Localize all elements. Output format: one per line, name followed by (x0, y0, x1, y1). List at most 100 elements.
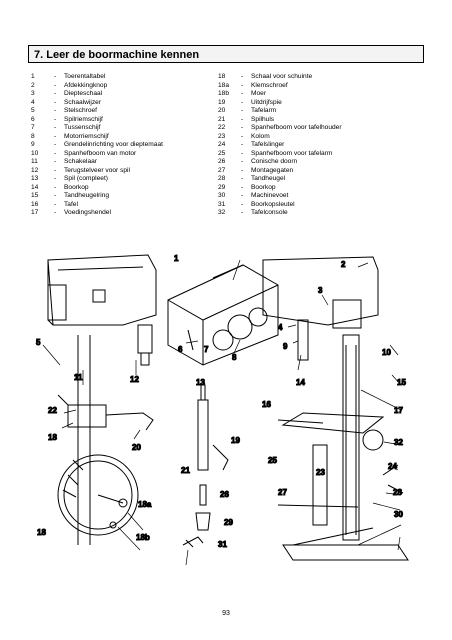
part-row: 29-Boorkop (218, 184, 418, 193)
part-dash: - (241, 73, 244, 80)
part-number: 3 (31, 90, 35, 97)
part-number: 27 (218, 166, 226, 174)
part-row: 11-Schakelaar (31, 158, 211, 167)
part-row: 27 -Montagegaten (218, 167, 418, 176)
callout-22: 22 (48, 406, 57, 415)
part-row: 15-Tandheugelring (31, 192, 211, 201)
part-label: Voedingshendel (64, 209, 111, 216)
part-label: Spilhuls (251, 115, 275, 123)
part-row: 4-Schaalwijzer (31, 99, 211, 108)
part-dash: - (241, 166, 244, 174)
part-dash: - (241, 81, 244, 89)
part-dash: - (241, 209, 244, 216)
part-label: Tandheugel (251, 175, 286, 182)
part-label: Spanhefboom van motor (64, 149, 137, 157)
part-number: 18b (218, 90, 230, 97)
part-label: Afdekkingknop (64, 81, 108, 89)
callout-9: 9 (283, 342, 288, 351)
part-number: 21 (218, 115, 226, 123)
part-number: 4 (31, 98, 35, 106)
part-dash: - (54, 200, 57, 208)
part-label: Schakelaar (64, 158, 97, 165)
part-label: Uitdrijfspie (251, 98, 282, 106)
callout-24: 24 (388, 462, 397, 471)
part-label: Montagegaten (251, 166, 294, 174)
callout-5: 5 (36, 338, 41, 347)
part-label: Terugstelveer voor spil (64, 166, 130, 174)
part-label: Tafel (64, 200, 78, 208)
callout-31: 31 (218, 540, 227, 549)
part-dash: - (54, 141, 57, 148)
part-dash: - (54, 183, 57, 191)
callout-8: 8 (232, 353, 237, 362)
part-label: Schaalwijzer (64, 98, 102, 106)
part-row: 18b-Moer (218, 90, 418, 99)
part-row: 8-Motorriemschijf (31, 133, 211, 142)
part-number: 9 (31, 141, 35, 148)
part-dash: - (54, 81, 57, 89)
callout-4: 4 (278, 323, 283, 332)
part-label: Tussenschijf (64, 124, 101, 131)
part-number: 18a (218, 81, 230, 89)
part-label: Boorkop (251, 183, 276, 191)
part-label: Schaal voor schuinte (251, 73, 313, 80)
part-label: Toerentaltabel (64, 73, 106, 80)
part-dash: - (54, 107, 57, 114)
part-label: Tafelslinger (251, 141, 285, 148)
part-dash: - (241, 183, 244, 191)
part-number: 11 (31, 158, 38, 165)
callout-30: 30 (394, 510, 403, 519)
callout-18b: 18b (136, 533, 150, 542)
part-row: 26-Conische doorn (218, 158, 418, 167)
part-number: 25 (218, 149, 226, 157)
callout-19: 19 (231, 436, 240, 445)
part-label: Conische doorn (251, 158, 298, 165)
part-number: 12 (31, 166, 39, 174)
callout-21: 21 (181, 466, 190, 475)
part-row: 24-Tafelslinger (218, 141, 418, 150)
part-number: 19 (218, 98, 226, 106)
part-number: 18 (218, 73, 226, 80)
part-dash: - (54, 192, 57, 199)
part-row: 21-Spilhuls (218, 116, 418, 125)
part-dash: - (241, 90, 244, 97)
part-number: 16 (31, 200, 39, 208)
part-number: 1 (31, 73, 35, 80)
page-number: 93 (222, 610, 230, 617)
section-heading: 7. Leer de boormachine kennen (28, 45, 424, 63)
part-dash: - (54, 90, 57, 97)
callout-12: 12 (130, 375, 139, 384)
part-label: Machinevoet (251, 192, 289, 199)
part-row: 7-Tussenschijf (31, 124, 211, 133)
callout-2: 2 (341, 260, 346, 269)
part-dash: - (54, 115, 57, 123)
callout-11: 11 (74, 373, 83, 382)
part-number: 26 (218, 158, 226, 165)
part-label: Tandheugelring (64, 192, 110, 199)
part-row: 18 -Schaal voor schuinte (218, 73, 418, 82)
part-row: 1-Toerentaltabel (31, 73, 211, 82)
right-drill-press-illustration (262, 256, 409, 561)
part-dash: - (54, 124, 57, 131)
part-number: 8 (31, 132, 35, 140)
part-row: 19-Uitdrijfspie (218, 99, 418, 108)
part-number: 32 (218, 209, 226, 216)
part-dash: - (54, 149, 57, 157)
part-number: 10 (31, 149, 39, 157)
part-label: Motorriemschijf (64, 132, 109, 140)
part-row: 20-Tafelarm (218, 107, 418, 116)
callout-leader-lines (42, 259, 402, 566)
part-label: Boorkop (64, 183, 89, 191)
part-dash: - (54, 175, 57, 182)
part-label: Kolom (251, 132, 270, 140)
callout-13: 13 (196, 378, 205, 387)
part-row: 28-Tandheugel (218, 175, 418, 184)
part-label: Spil (compleet) (64, 175, 108, 182)
part-row: 10 -Spanhefboom van motor (31, 150, 211, 159)
part-label: Spanhefboom voor tafelhouder (251, 124, 342, 131)
part-label: Boorkopsleutel (251, 200, 295, 208)
part-label: Spilriemschijf (64, 115, 103, 123)
part-number: 23 (218, 132, 226, 140)
